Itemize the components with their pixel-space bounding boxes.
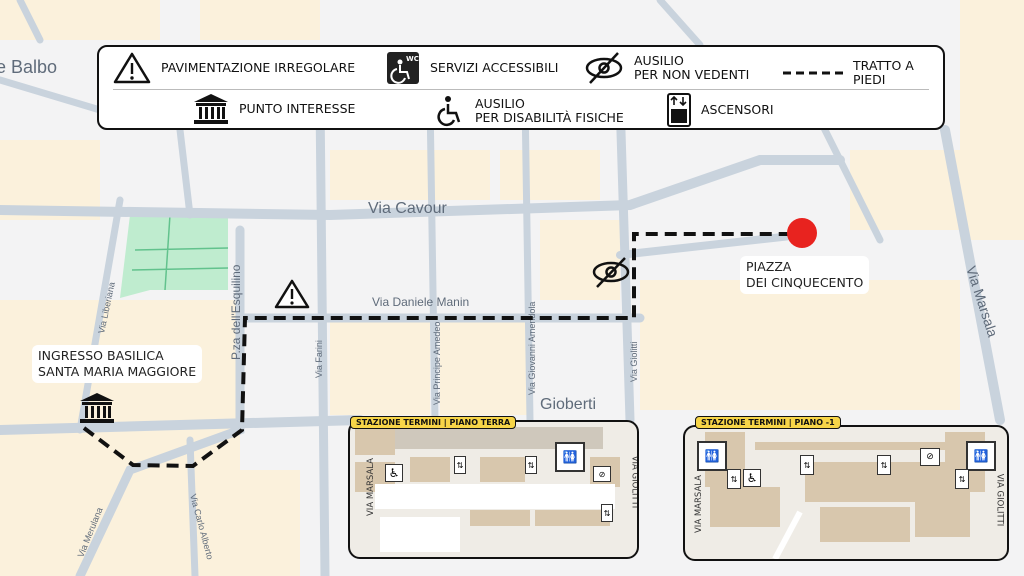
eye-slash-icon (585, 52, 623, 84)
inset-street-label: VIA GIOLITTI (994, 473, 1005, 527)
elevator-icon (667, 93, 691, 127)
eye-slash-icon: ⊘ (593, 466, 611, 482)
inset-street-label: VIA GIOLITTI (629, 455, 639, 509)
street-label-gioberti: Gioberti (540, 396, 596, 413)
legend-label: AUSILIO (475, 96, 525, 111)
start-label-line1: INGRESSO BASILICA (38, 348, 164, 363)
start-location-label: INGRESSO BASILICA SANTA MARIA MAGGIORE (32, 345, 203, 383)
legend-item-uneven-pavement: PAVIMENTAZIONE IRREGOLARE (113, 51, 355, 85)
legend-label: TRATTO A PIEDI (853, 58, 914, 87)
legend-label: PER NON VEDENTI (634, 67, 750, 82)
legend-label: ASCENSORI (701, 102, 774, 117)
street-label-manin: Via Daniele Manin (372, 295, 469, 309)
legend-label: SERVIZI ACCESSIBILI (430, 60, 559, 75)
legend-label: PUNTO INTERESSE (239, 101, 356, 116)
dashed-line-icon (783, 71, 843, 75)
restroom-icon: 🚻 (966, 441, 996, 471)
legend-item-walking-route: TRATTO A PIEDI (783, 59, 943, 87)
elevator-icon: ⇅ (727, 469, 741, 489)
legend-item-point-of-interest: PUNTO INTERESSE (193, 93, 355, 125)
street-label-amendola: Via Giovanni Amendola (527, 302, 537, 395)
warning-icon (113, 52, 151, 84)
walking-route (82, 232, 800, 469)
park (120, 214, 229, 298)
eye-slash-icon (592, 257, 630, 288)
street-label-cavour: Via Cavour (368, 200, 448, 217)
legend-item-elevators: ASCENSORI (667, 93, 774, 127)
legend-label: PER DISABILITÀ FISICHE (475, 110, 624, 125)
destination-marker (787, 218, 817, 248)
elevator-icon: ⇅ (525, 456, 537, 474)
restroom-icon: 🚻 (697, 441, 727, 471)
destination-label: PIAZZA DEI CINQUECENTO (740, 256, 870, 294)
wheelchair-icon: ♿ (385, 464, 403, 482)
street-label-giolitti: Via Giolitti (629, 342, 639, 382)
elevator-icon: ⇅ (955, 469, 969, 489)
start-label-line2: SANTA MARIA MAGGIORE (38, 364, 197, 379)
floor-plan (355, 427, 620, 552)
legend-label: AUSILIO (634, 53, 684, 68)
wheelchair-icon: ♿ (743, 469, 761, 487)
map-legend: PAVIMENTAZIONE IRREGOLARE WC SERVIZI ACC… (97, 45, 945, 130)
landmark-icon (194, 94, 228, 124)
floor-plan (705, 432, 985, 559)
warning-icon (274, 279, 310, 309)
legend-label: PAVIMENTAZIONE IRREGOLARE (161, 60, 356, 75)
ground-floor-title: STAZIONE TERMINI | PIANO TERRA (350, 416, 517, 429)
basement-title: STAZIONE TERMINI | PIANO -1 (695, 416, 841, 429)
street-label-principe-amedeo: Via Principe Amedeo (432, 322, 442, 405)
station-basement-map[interactable]: VIA MARSALA VIA GIOLITTI 🚻 ⇅ ♿ ⇅ ⇅ ⊘ 🚻 ⇅ (683, 425, 1009, 561)
elevator-icon: ⇅ (601, 504, 613, 522)
street-label-balbo: e Balbo (0, 57, 57, 77)
street-label-esquilino: P.za dell'Esquilino (229, 264, 243, 360)
legend-divider (113, 89, 929, 90)
elevator-icon: ⇅ (800, 455, 814, 475)
elevator-icon: ⇅ (877, 455, 891, 475)
svg-text:WC: WC (406, 55, 419, 63)
accessible-wc-icon: WC (387, 52, 419, 84)
eye-slash-icon: ⊘ (920, 448, 940, 466)
destination-label-line2: DEI CINQUECENTO (746, 275, 864, 290)
street-label-farini: Via Farini (314, 340, 324, 378)
wheelchair-icon (437, 96, 461, 127)
inset-street-label: VIA MARSALA (366, 457, 377, 517)
destination-label-line1: PIAZZA (746, 259, 792, 274)
station-ground-floor-map[interactable]: VIA MARSALA VIA GIOLITTI ♿ ⇅ ⇅ 🚻 ⊘ ⇅ (348, 420, 639, 559)
inset-street-label: VIA MARSALA (694, 474, 705, 534)
landmark-icon (80, 393, 114, 423)
elevator-icon: ⇅ (454, 456, 466, 474)
restroom-icon: 🚻 (555, 442, 585, 472)
legend-item-accessible-services: WC SERVIZI ACCESSIBILI (386, 51, 558, 85)
